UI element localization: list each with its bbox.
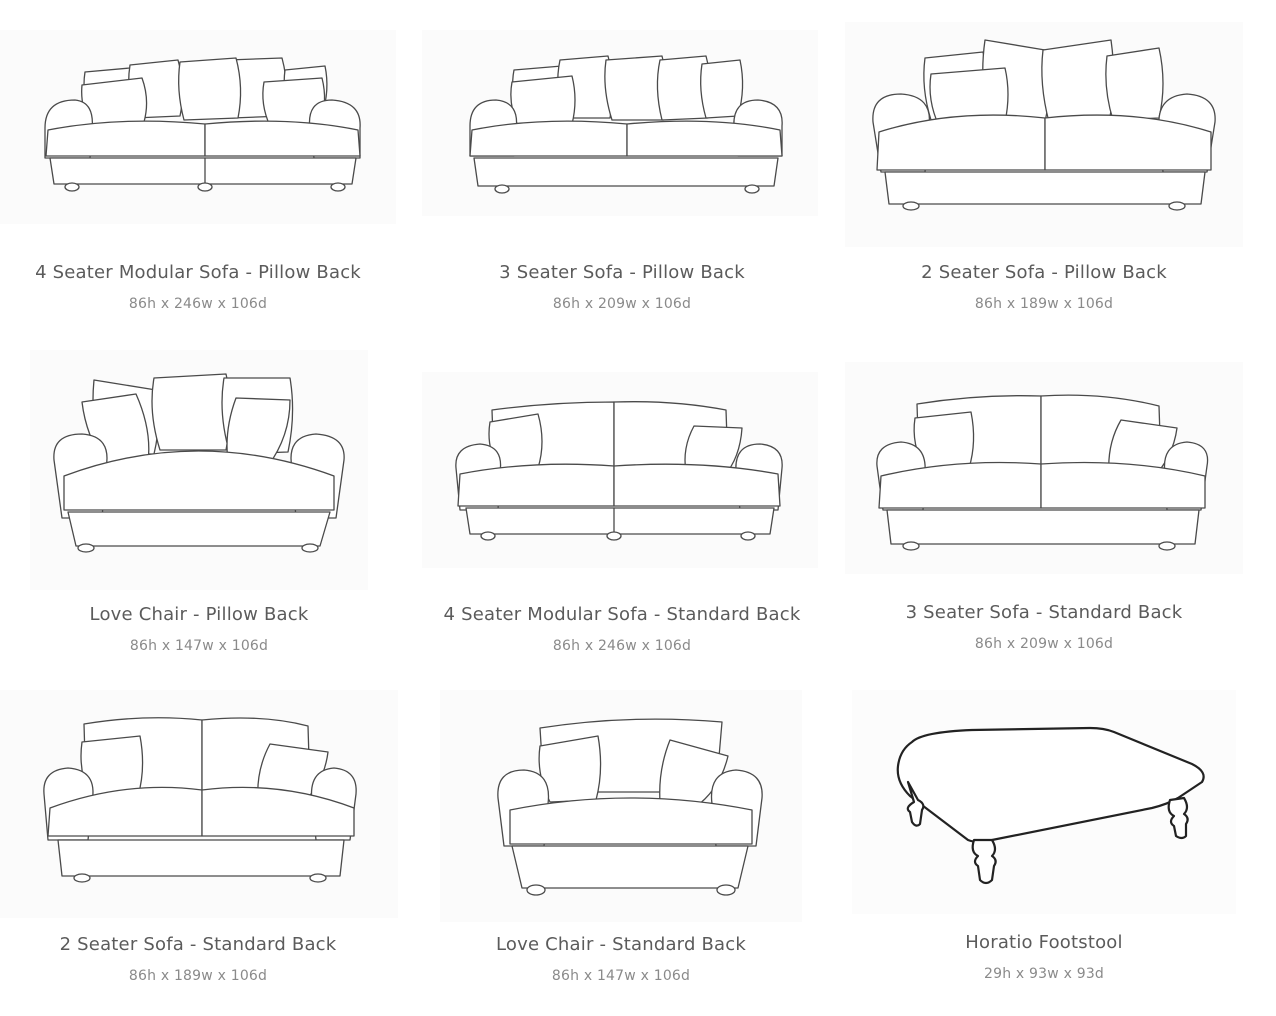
product-title[interactable]: Love Chair - Standard Back — [495, 934, 747, 955]
sofa-illustration[interactable] — [845, 362, 1243, 574]
sofa-drawing — [469, 55, 783, 194]
product-card-2-seater-pillow[interactable]: 2 Seater Sofa - Pillow Back 86h x 189w x… — [845, 22, 1245, 320]
product-card-4-seater-modular-standard[interactable]: 4 Seater Modular Sofa - Standard Back 86… — [422, 372, 822, 660]
product-dimensions: 86h x 209w x 106d — [552, 296, 692, 312]
product-card-love-chair-standard[interactable]: Love Chair - Standard Back 86h x 147w x … — [440, 690, 840, 990]
sofa-illustration[interactable] — [30, 350, 368, 590]
product-card-love-chair-pillow[interactable]: Love Chair - Pillow Back 86h x 147w x 10… — [30, 350, 430, 660]
sofa-drawing — [872, 39, 1216, 211]
sofa-illustration[interactable] — [845, 22, 1243, 247]
product-dimensions: 86h x 147w x 106d — [551, 968, 691, 984]
sofa-illustration[interactable] — [0, 30, 396, 224]
product-dimensions: 86h x 189w x 106d — [974, 296, 1114, 312]
product-dimensions: 86h x 209w x 106d — [974, 636, 1114, 652]
product-title[interactable]: 2 Seater Sofa - Pillow Back — [921, 262, 1167, 283]
product-dimensions: 86h x 189w x 106d — [128, 968, 268, 984]
product-title[interactable]: Love Chair - Pillow Back — [89, 604, 309, 625]
product-title[interactable]: Horatio Footstool — [965, 932, 1123, 953]
footstool-drawing — [896, 726, 1205, 885]
product-card-3-seater-pillow[interactable]: 3 Seater Sofa - Pillow Back 86h x 209w x… — [422, 30, 822, 320]
product-card-horatio-footstool[interactable]: Horatio Footstool 29h x 93w x 93d — [852, 690, 1252, 990]
sofa-drawing — [497, 718, 763, 896]
sofa-drawing — [43, 717, 357, 883]
product-dimensions: 86h x 147w x 106d — [129, 638, 269, 654]
footstool-illustration[interactable] — [852, 690, 1236, 914]
product-dimensions: 86h x 246w x 106d — [552, 638, 692, 654]
product-card-4-seater-modular-pillow[interactable]: 4 Seater Modular Sofa - Pillow Back 86h … — [0, 30, 400, 320]
product-dimensions: 86h x 246w x 106d — [128, 296, 268, 312]
product-card-3-seater-standard[interactable]: 3 Seater Sofa - Standard Back 86h x 209w… — [845, 362, 1245, 660]
product-title[interactable]: 4 Seater Modular Sofa - Pillow Back — [35, 262, 361, 283]
sofa-drawing — [455, 401, 783, 541]
sofa-drawing — [44, 57, 361, 192]
product-title[interactable]: 4 Seater Modular Sofa - Standard Back — [443, 604, 801, 625]
product-title[interactable]: 3 Seater Sofa - Standard Back — [905, 602, 1183, 623]
product-title[interactable]: 3 Seater Sofa - Pillow Back — [499, 262, 745, 283]
sofa-drawing — [876, 394, 1209, 551]
sofa-illustration[interactable] — [440, 690, 802, 922]
product-dimensions: 29h x 93w x 93d — [983, 966, 1105, 982]
sofa-illustration[interactable] — [422, 30, 818, 216]
sofa-illustration[interactable] — [0, 690, 398, 918]
sofa-illustration[interactable] — [422, 372, 818, 568]
product-title[interactable]: 2 Seater Sofa - Standard Back — [59, 934, 337, 955]
sofa-drawing — [53, 373, 345, 553]
product-card-2-seater-standard[interactable]: 2 Seater Sofa - Standard Back 86h x 189w… — [0, 690, 400, 990]
